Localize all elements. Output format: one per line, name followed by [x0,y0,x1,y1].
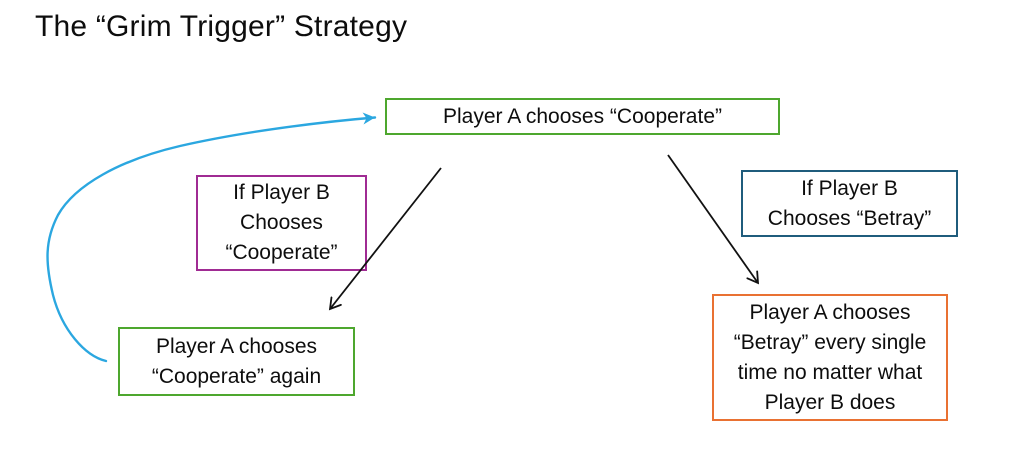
node-player-a-cooperate: Player A chooses “Cooperate” [385,98,780,135]
node-label-line: If Player B [801,176,898,200]
slide-title: The “Grim Trigger” Strategy [35,10,408,43]
node-player-a-cooperates-again: Player A chooses “Cooperate” again [118,327,355,396]
node-player-a-betrays-forever: Player A chooses “Betray” every single t… [712,294,948,421]
node-label-line: If Player B [233,181,330,204]
node-label-line: Chooses “Betray” [767,206,932,230]
node-if-player-b-betrays: If Player B Chooses “Betray” [741,170,958,237]
node-label-line: “Cooperate” [225,241,338,264]
node-label-line: “Cooperate” again [151,364,322,388]
node-label-line: Player A chooses [155,334,318,358]
node-label-line: “Betray” every single [733,330,927,354]
node-label: Player A chooses “Cooperate” [443,104,722,128]
node-label-line: time no matter what [737,360,923,384]
node-label-line: Chooses [240,211,323,234]
node-label-line: Player B does [764,390,896,414]
node-label-line: Player A chooses [749,300,911,324]
node-if-player-b-cooperates: If Player B Chooses “Cooperate” [196,175,367,271]
